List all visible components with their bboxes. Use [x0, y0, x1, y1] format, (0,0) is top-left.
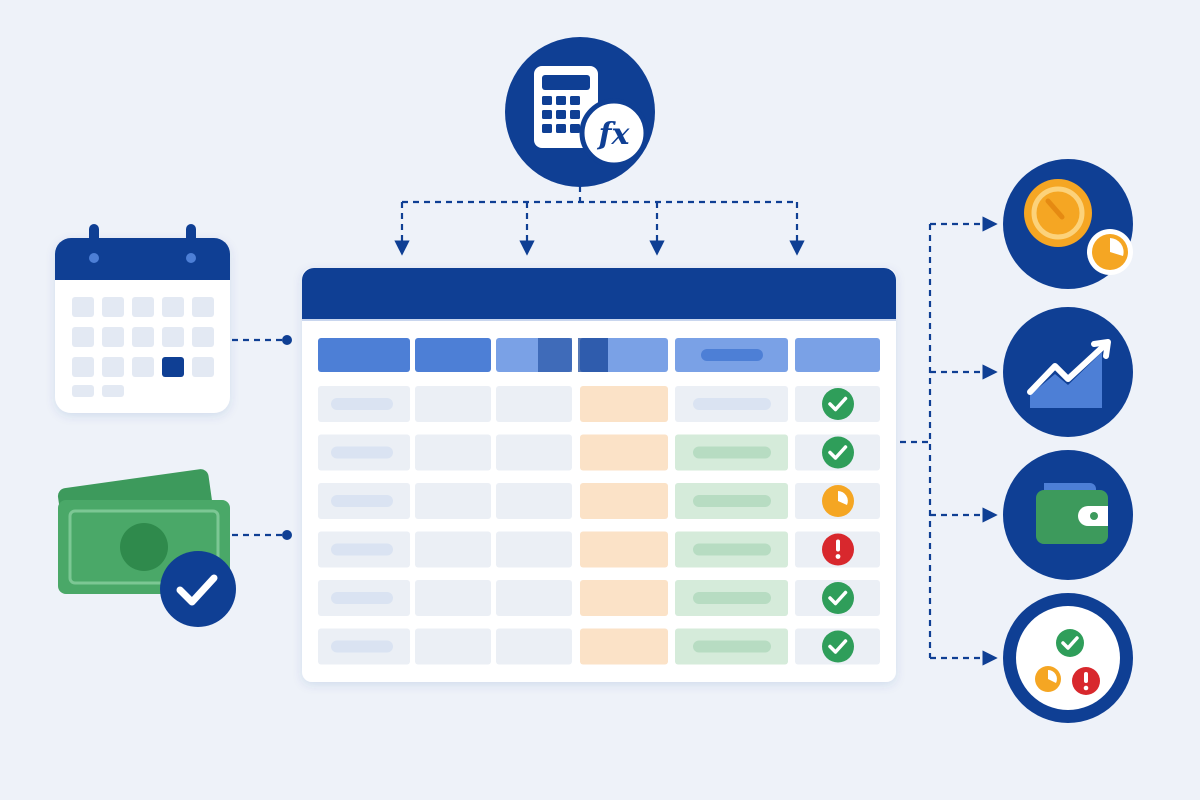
- check-circle-icon: [822, 630, 854, 663]
- table-row: [318, 531, 880, 568]
- table-body: [318, 386, 880, 665]
- money-connector-dot: [282, 530, 292, 540]
- row-formula-cell: [580, 628, 668, 665]
- table-row: [318, 434, 880, 471]
- row-formula-cell: [580, 386, 668, 422]
- spreadsheet-title-bar: [302, 268, 896, 320]
- pending-clock-icon: [822, 485, 854, 517]
- check-circle-icon: [822, 388, 854, 420]
- row-cell: [415, 483, 491, 519]
- row-label-pill: [331, 446, 393, 459]
- check-circle-icon: [822, 436, 854, 469]
- fx-badge-label: fx: [597, 117, 631, 152]
- header-cell: [795, 338, 880, 372]
- row-label-pill: [331, 640, 393, 653]
- output-status-summary: [1003, 593, 1133, 723]
- row-amount-pill: [693, 446, 771, 459]
- table-header-row: [318, 338, 880, 372]
- row-amount-pill: [693, 592, 771, 604]
- row-cell: [415, 628, 491, 665]
- row-label-pill: [331, 592, 393, 604]
- table-row: [318, 386, 880, 422]
- formula-node: fx: [505, 37, 655, 187]
- check-circle-icon: [822, 582, 854, 614]
- header-highlight: [578, 338, 608, 372]
- header-cell: [318, 338, 410, 372]
- input-connectors: [232, 335, 292, 540]
- calendar-icon: [55, 224, 230, 413]
- row-formula-cell: [580, 483, 668, 519]
- output-wallet: [1003, 450, 1133, 580]
- row-cell: [415, 434, 491, 471]
- row-cell: [496, 628, 572, 665]
- wallet-icon: [1036, 483, 1108, 544]
- row-cell: [496, 580, 572, 616]
- money-verified-icon: [57, 469, 236, 627]
- row-amount-pill: [693, 495, 771, 507]
- row-cell: [496, 434, 572, 471]
- calendar-day-grid: [72, 297, 214, 397]
- row-amount-pill: [693, 640, 771, 653]
- row-label-pill: [331, 495, 393, 507]
- row-cell: [415, 386, 491, 422]
- output-coin-clock: [1003, 159, 1133, 289]
- row-cell: [415, 531, 491, 568]
- row-formula-cell: [580, 580, 668, 616]
- error-alert-icon: [822, 533, 854, 566]
- table-row: [318, 580, 880, 616]
- row-cell: [496, 386, 572, 422]
- coin-clock-icon: [1024, 179, 1133, 275]
- money-verified-check-icon: [160, 551, 236, 627]
- table-row: [318, 628, 880, 665]
- spreadsheet-table: [302, 268, 896, 682]
- output-connectors: [900, 216, 998, 666]
- row-label-pill: [331, 398, 393, 410]
- output-trend-chart: [1003, 307, 1133, 437]
- status-summary-icon: [1035, 629, 1100, 695]
- row-cell: [496, 483, 572, 519]
- table-row: [318, 483, 880, 519]
- row-amount-pill: [693, 398, 771, 410]
- row-amount-pill: [693, 543, 771, 556]
- formula-connectors: [394, 186, 805, 256]
- header-pill: [701, 349, 763, 361]
- row-label-pill: [331, 543, 393, 556]
- header-highlight: [538, 338, 572, 372]
- trend-chart-icon: [1027, 339, 1111, 408]
- row-cell: [496, 531, 572, 568]
- header-cell: [415, 338, 491, 372]
- calendar-selected-day: [162, 357, 184, 377]
- calendar-connector-dot: [282, 335, 292, 345]
- row-formula-cell: [580, 531, 668, 568]
- row-cell: [415, 580, 491, 616]
- row-formula-cell: [580, 434, 668, 471]
- fx-badge: fx: [579, 98, 649, 168]
